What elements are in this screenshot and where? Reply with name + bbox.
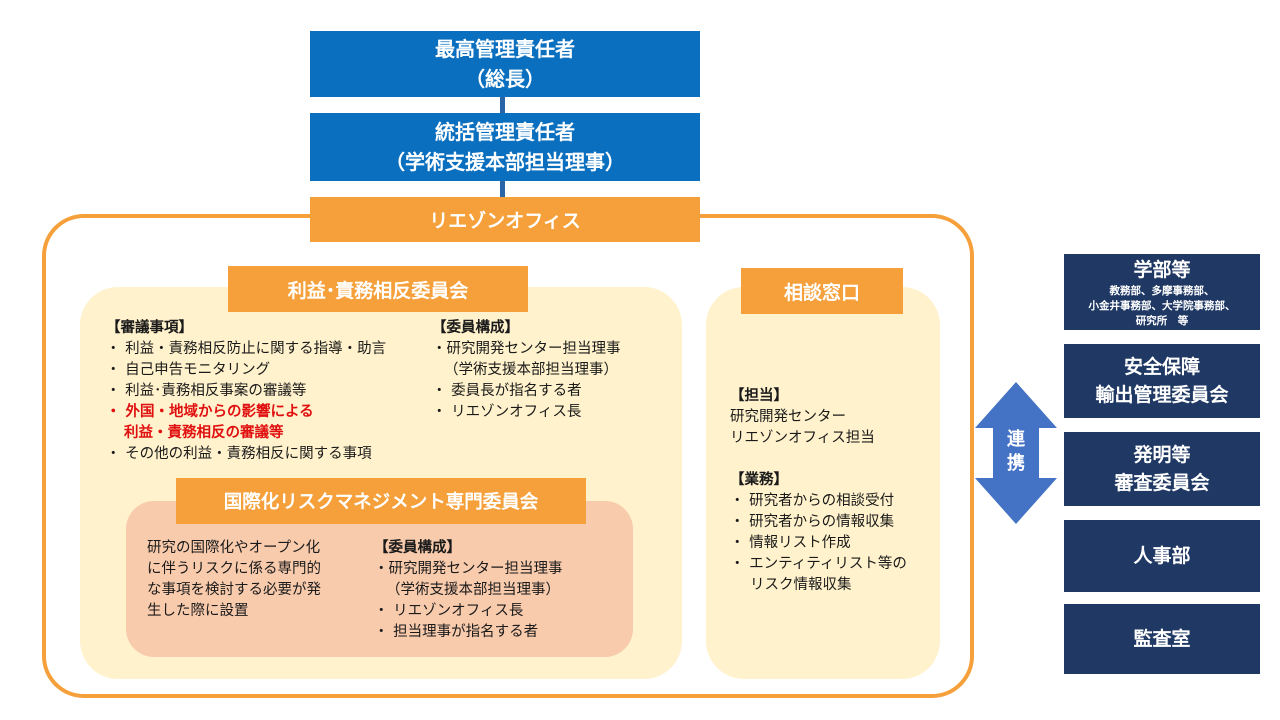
- general-manager-role: （学術支援本部担当理事）: [385, 150, 625, 174]
- member-item: ・ リエゾンオフィス長: [432, 404, 582, 420]
- deliberation-heading: 【審議事項】: [106, 320, 193, 336]
- connector-middle: [500, 180, 505, 198]
- members-heading: 【委員構成】: [432, 320, 519, 336]
- chief-manager-title: 最高管理責任者: [435, 37, 575, 61]
- consult-duties-heading: 【業務】: [730, 472, 788, 488]
- liaison-office-box: リエゾンオフィス: [310, 197, 700, 242]
- general-manager-box: 統括管理責任者 （学術支援本部担当理事）: [310, 113, 700, 181]
- member-item: ・研究開発センター担当理事: [432, 341, 621, 357]
- faculty-sub-line: 小金井事務部、大学院事務部、: [1088, 299, 1236, 312]
- link-label-line2: 携: [1007, 453, 1025, 474]
- link-label-line1: 連: [1007, 429, 1025, 450]
- hr-box: 人事部: [1064, 520, 1260, 592]
- consult-duty-item: ・ 情報リスト作成: [730, 535, 851, 551]
- audit-box: 監査室: [1064, 604, 1260, 674]
- consult-duty-item: リスク情報収集: [750, 577, 852, 593]
- consult-charge-item: リエゾンオフィス担当: [730, 430, 875, 446]
- risk-panel: [126, 501, 633, 657]
- consult-spacer: [730, 449, 907, 470]
- invention-review-box: 発明等 審査委員会: [1064, 432, 1260, 506]
- risk-description: 研究の国際化やオープン化 に伴うリスクに係る専門的 な事項を検討する必要が発 生…: [147, 538, 321, 622]
- committee-header: 利益･責務相反委員会: [228, 266, 528, 312]
- faculty-box: 学部等 教務部、多摩事務部、 小金井事務部、大学院事務部、 研究所 等: [1064, 254, 1260, 330]
- consult-duty-item: ・ 研究者からの相談受付: [730, 493, 895, 509]
- general-manager-title: 統括管理責任者: [435, 120, 575, 144]
- committee-title: 利益･責務相反委員会: [287, 279, 469, 302]
- risk-members: 【委員構成】 ・研究開発センター担当理事 （学術支援本部担当理事） ・ リエゾン…: [374, 538, 563, 643]
- consult-text: 【担当】 研究開発センター リエゾンオフィス担当 【業務】 ・ 研究者からの相談…: [730, 386, 907, 596]
- hr-label: 人事部: [1133, 545, 1191, 567]
- connector-top: [500, 96, 505, 114]
- invention-review-line1: 発明等: [1133, 444, 1191, 466]
- security-export-line2: 輸出管理委員会: [1095, 384, 1229, 406]
- risk-member-item: ・ リエゾンオフィス長: [374, 603, 524, 619]
- risk-member-item: ・研究開発センター担当理事: [374, 561, 563, 577]
- consult-charge-item: 研究開発センター: [730, 409, 846, 425]
- committee-deliberation: 【審議事項】 ・ 利益・責務相反防止に関する指導・助言 ・ 自己申告モニタリング…: [106, 318, 386, 465]
- deliberation-item: ・ 自己申告モニタリング: [106, 362, 271, 378]
- link-arrow: [975, 382, 1057, 524]
- deliberation-foreign-influence: ・ 外国・地域からの影響による: [106, 404, 314, 420]
- consult-header: 相談窓口: [741, 268, 903, 314]
- deliberation-item: ・ 利益・責務相反防止に関する指導・助言: [106, 341, 387, 357]
- deliberation-item: ・ 利益･責務相反事案の審議等: [106, 383, 307, 399]
- security-export-line1: 安全保障: [1123, 356, 1200, 378]
- risk-member-item: ・ 担当理事が指名する者: [374, 624, 539, 640]
- risk-description-line: 生した際に設置: [147, 603, 249, 619]
- faculty-sub-line: 研究所 等: [1135, 314, 1189, 327]
- deliberation-foreign-influence-cont: 利益・責務相反の審議等: [124, 425, 284, 441]
- chief-manager-role: （総長）: [465, 67, 545, 91]
- liaison-office-label: リエゾンオフィス: [429, 210, 581, 232]
- consult-duty-item: ・ 研究者からの情報収集: [730, 514, 895, 530]
- audit-label: 監査室: [1133, 628, 1191, 650]
- member-item: ・ 委員長が指名する者: [432, 383, 582, 399]
- risk-member-item: （学術支援本部担当理事）: [386, 582, 560, 598]
- member-item: （学術支援本部担当理事）: [444, 362, 618, 378]
- consult-panel: [706, 287, 940, 679]
- faculty-sub-line: 教務部、多摩事務部、: [1109, 284, 1215, 297]
- risk-members-heading: 【委員構成】: [374, 540, 461, 556]
- deliberation-item-other: ・ その他の利益・責務相反に関する事項: [106, 446, 372, 462]
- chief-manager-box: 最高管理責任者 （総長）: [310, 31, 700, 97]
- risk-description-line: に伴うリスクに係る専門的: [147, 561, 321, 577]
- link-label: 連 携: [1002, 428, 1030, 476]
- risk-title: 国際化リスクマネジメント専門委員会: [223, 492, 539, 513]
- link-arrow-shape: [975, 382, 1057, 524]
- invention-review-line2: 審査委員会: [1114, 472, 1210, 494]
- committee-members: 【委員構成】 ・研究開発センター担当理事 （学術支援本部担当理事） ・ 委員長が…: [432, 318, 621, 423]
- faculty-title: 学部等: [1133, 258, 1191, 281]
- consult-title: 相談窓口: [783, 281, 860, 304]
- risk-header: 国際化リスクマネジメント専門委員会: [176, 478, 586, 524]
- risk-description-line: な事項を検討する必要が発: [147, 582, 321, 598]
- security-export-box: 安全保障 輸出管理委員会: [1064, 344, 1260, 418]
- risk-description-line: 研究の国際化やオープン化: [147, 540, 321, 556]
- consult-charge-heading: 【担当】: [730, 388, 788, 404]
- consult-duty-item: ・ エンティティリスト等の: [730, 556, 907, 572]
